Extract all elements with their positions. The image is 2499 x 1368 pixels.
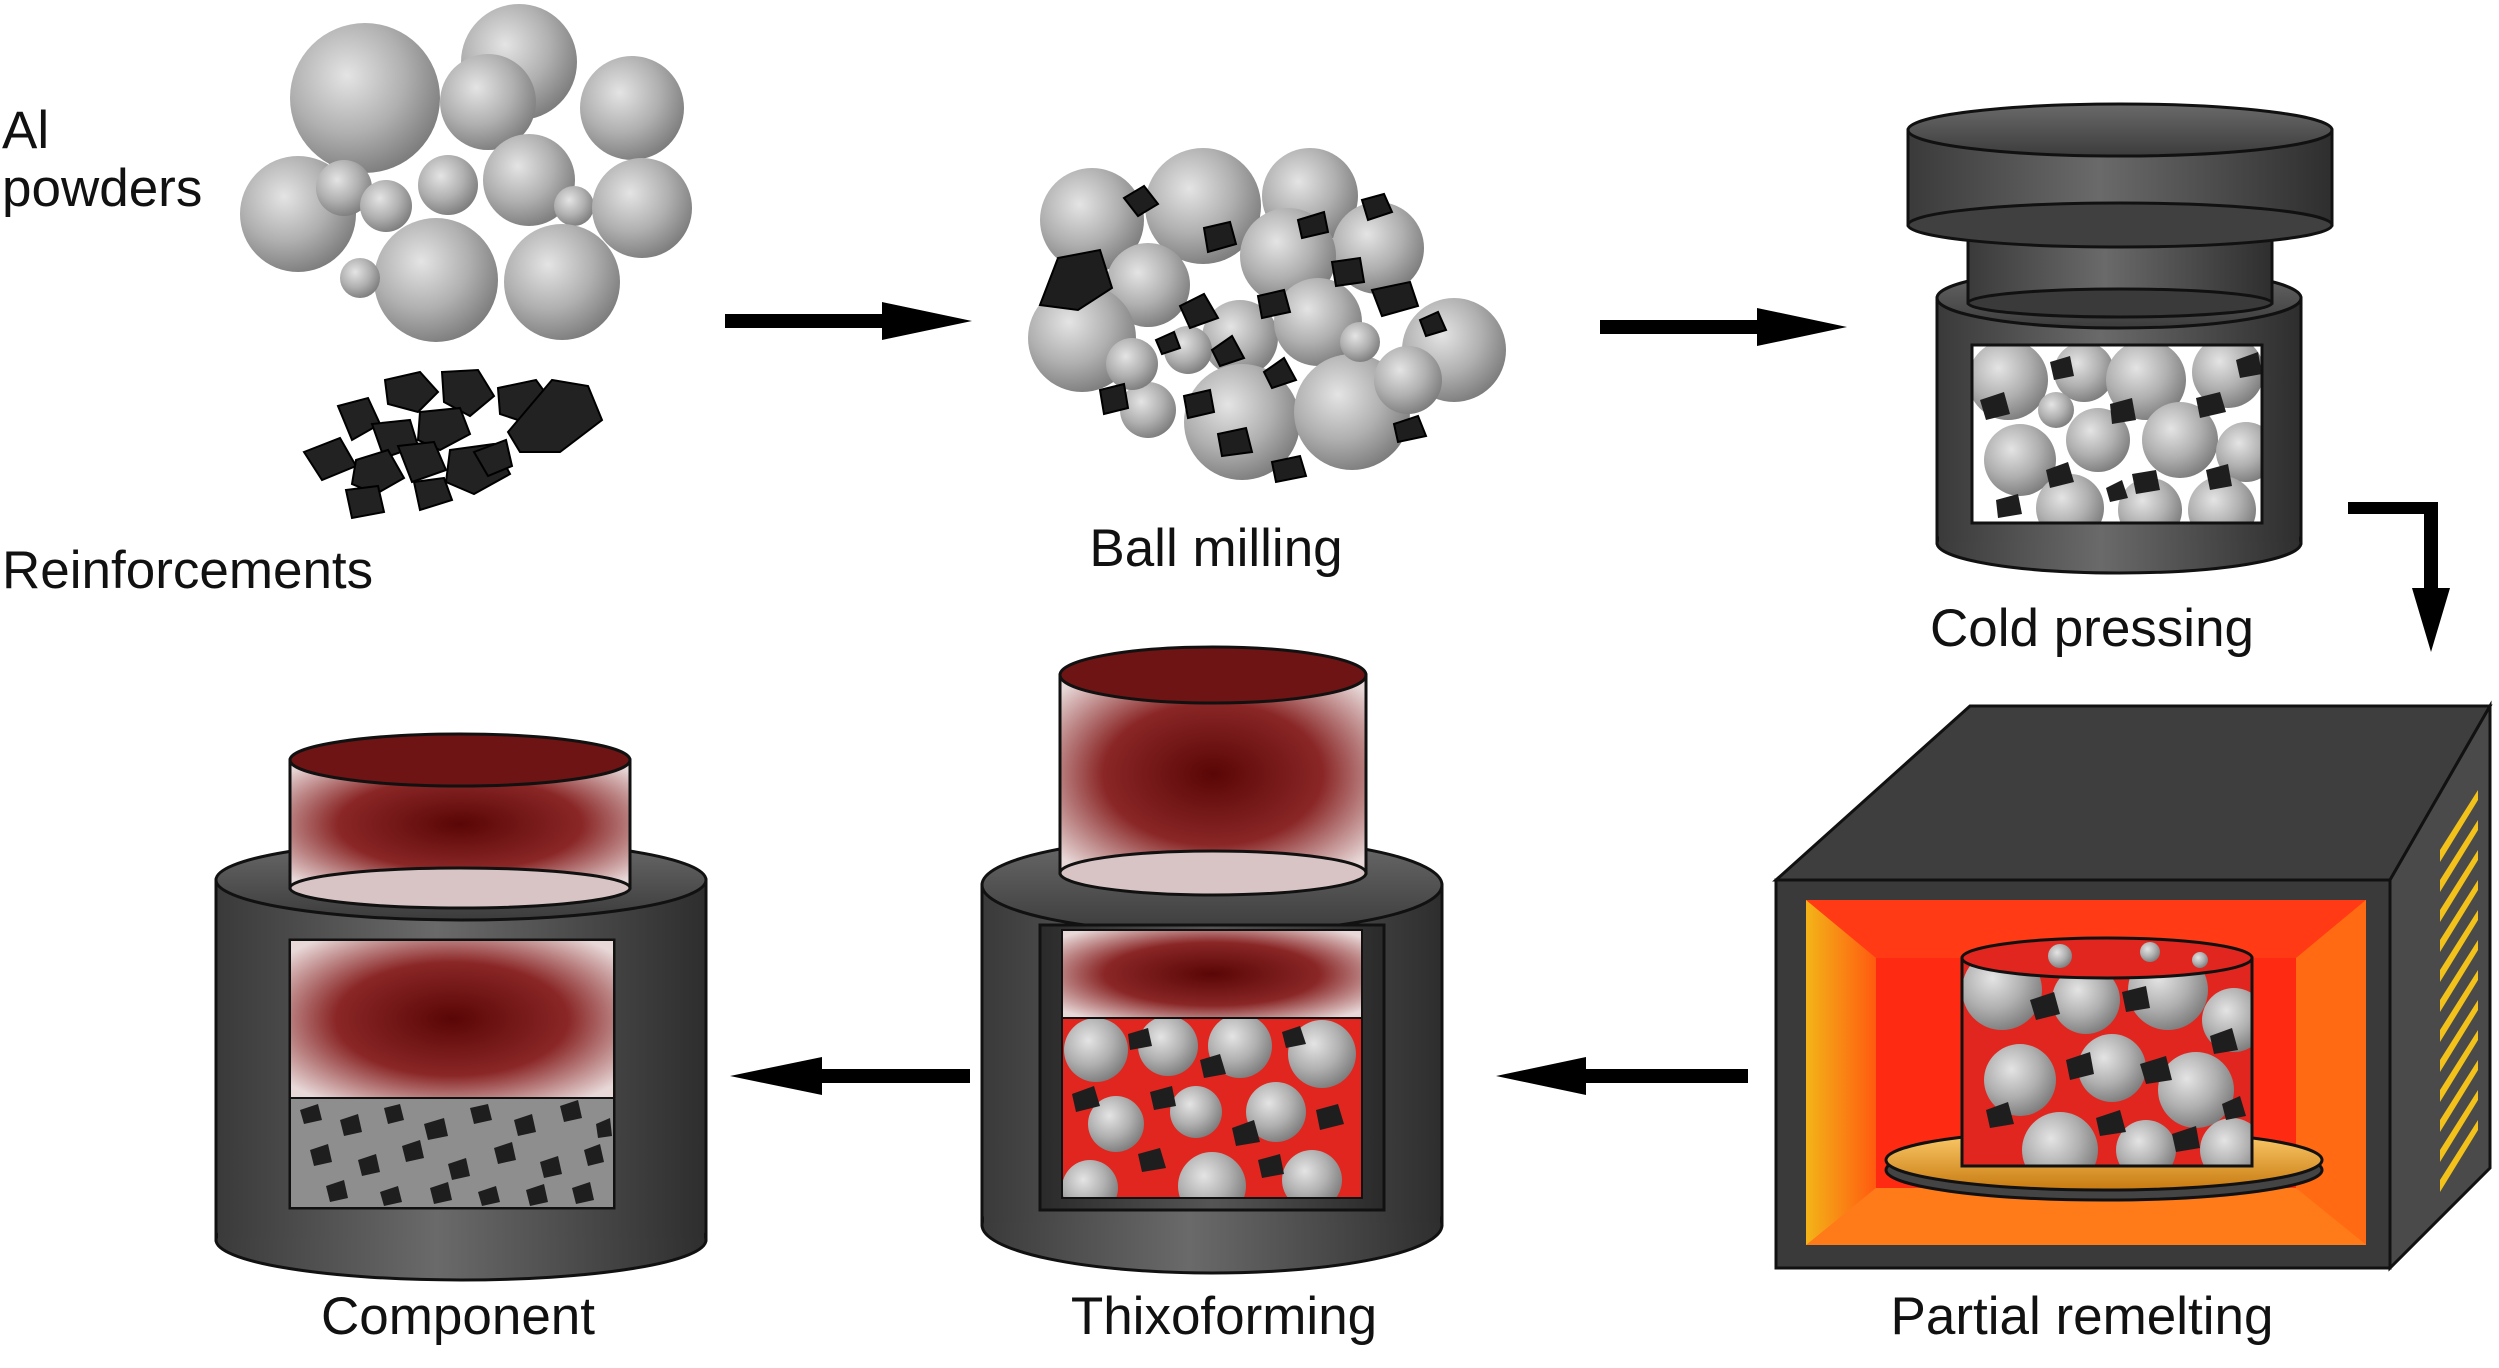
component-die bbox=[214, 732, 708, 1282]
arrow-to-ball-milling bbox=[725, 302, 972, 340]
thixoforming-die bbox=[980, 645, 1444, 1275]
cold-pressing-label: Cold pressing bbox=[1929, 599, 2255, 658]
arrow-to-cold-pressing bbox=[1600, 308, 1847, 346]
partial-remelting-label: Partial remelting bbox=[1890, 1287, 2274, 1346]
arrow-to-partial-remelting bbox=[2348, 502, 2450, 652]
arrow-to-component bbox=[730, 1057, 970, 1095]
ball-milled-mixture bbox=[1028, 148, 1506, 484]
component-label: Component bbox=[320, 1287, 596, 1346]
reinforcement-particles bbox=[302, 368, 604, 520]
ball-milling-label: Ball milling bbox=[1089, 519, 1343, 578]
cold-pressing-die bbox=[1906, 102, 2334, 575]
arrow-to-thixoforming bbox=[1496, 1057, 1748, 1095]
thixoforming-label: Thixoforming bbox=[1070, 1287, 1378, 1346]
furnace bbox=[1772, 700, 2493, 1272]
al-powders-label: Al powders bbox=[2, 101, 203, 219]
al-powder-cluster bbox=[240, 4, 692, 342]
reinforcements-label: Reinforcements bbox=[2, 541, 374, 600]
